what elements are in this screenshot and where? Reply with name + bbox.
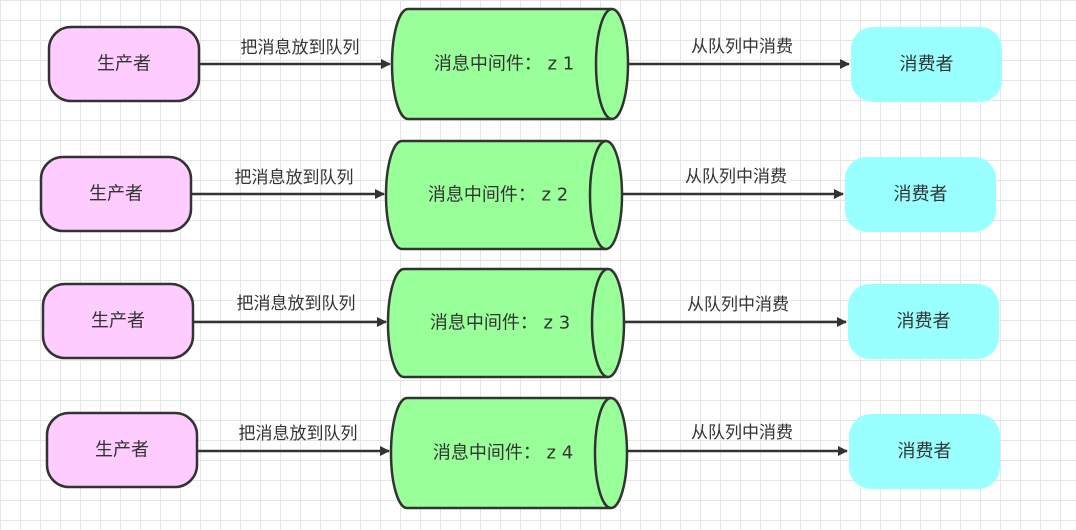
edge-label-consume: 从队列中消费 <box>685 167 787 187</box>
edge-label-enqueue: 把消息放到队列 <box>237 294 356 314</box>
middleware-node: 消息中间件： z 1 <box>390 7 630 121</box>
consumer-shape <box>849 414 1000 489</box>
edge-label-consume: 从队列中消费 <box>691 423 793 443</box>
producer-node: 生产者 <box>47 25 201 103</box>
consumer-node: 消费者 <box>851 27 1002 102</box>
edge-label-enqueue: 把消息放到队列 <box>239 424 358 444</box>
middleware-cap <box>594 7 613 121</box>
middleware-cap <box>588 139 607 251</box>
middleware-node: 消息中间件： z 4 <box>389 396 629 510</box>
producer-label: 生产者 <box>89 184 143 205</box>
middleware-label: 消息中间件： z 2 <box>428 185 568 206</box>
middleware-cap <box>590 267 609 379</box>
consumer-node: 消费者 <box>849 414 1000 489</box>
middleware-node: 消息中间件： z 3 <box>386 267 626 379</box>
producer-shape <box>47 25 201 103</box>
producer-node: 生产者 <box>41 282 195 360</box>
middleware-cap <box>593 396 612 510</box>
producer-label: 生产者 <box>95 440 149 461</box>
edge-label-consume: 从队列中消费 <box>691 37 793 57</box>
producer-node: 生产者 <box>39 155 193 233</box>
edge-label-enqueue: 把消息放到队列 <box>235 168 354 188</box>
consumer-label: 消费者 <box>898 441 952 462</box>
consumer-shape <box>851 27 1002 102</box>
consumer-shape <box>848 284 999 359</box>
producer-node: 生产者 <box>45 411 199 489</box>
middleware-label: 消息中间件： z 4 <box>433 443 573 464</box>
edge-label-consume: 从队列中消费 <box>687 295 789 315</box>
consumer-node: 消费者 <box>848 284 999 359</box>
consumer-label: 消费者 <box>897 311 951 332</box>
edge-label-enqueue: 把消息放到队列 <box>241 38 360 58</box>
consumer-label: 消费者 <box>900 54 954 75</box>
middleware-label: 消息中间件： z 3 <box>430 313 570 334</box>
consumer-shape <box>845 157 996 232</box>
middleware-node: 消息中间件： z 2 <box>384 139 624 251</box>
consumer-node: 消费者 <box>845 157 996 232</box>
middleware-label: 消息中间件： z 1 <box>434 54 574 75</box>
producer-label: 生产者 <box>97 54 151 75</box>
producer-label: 生产者 <box>91 311 145 332</box>
consumer-label: 消费者 <box>894 184 948 205</box>
